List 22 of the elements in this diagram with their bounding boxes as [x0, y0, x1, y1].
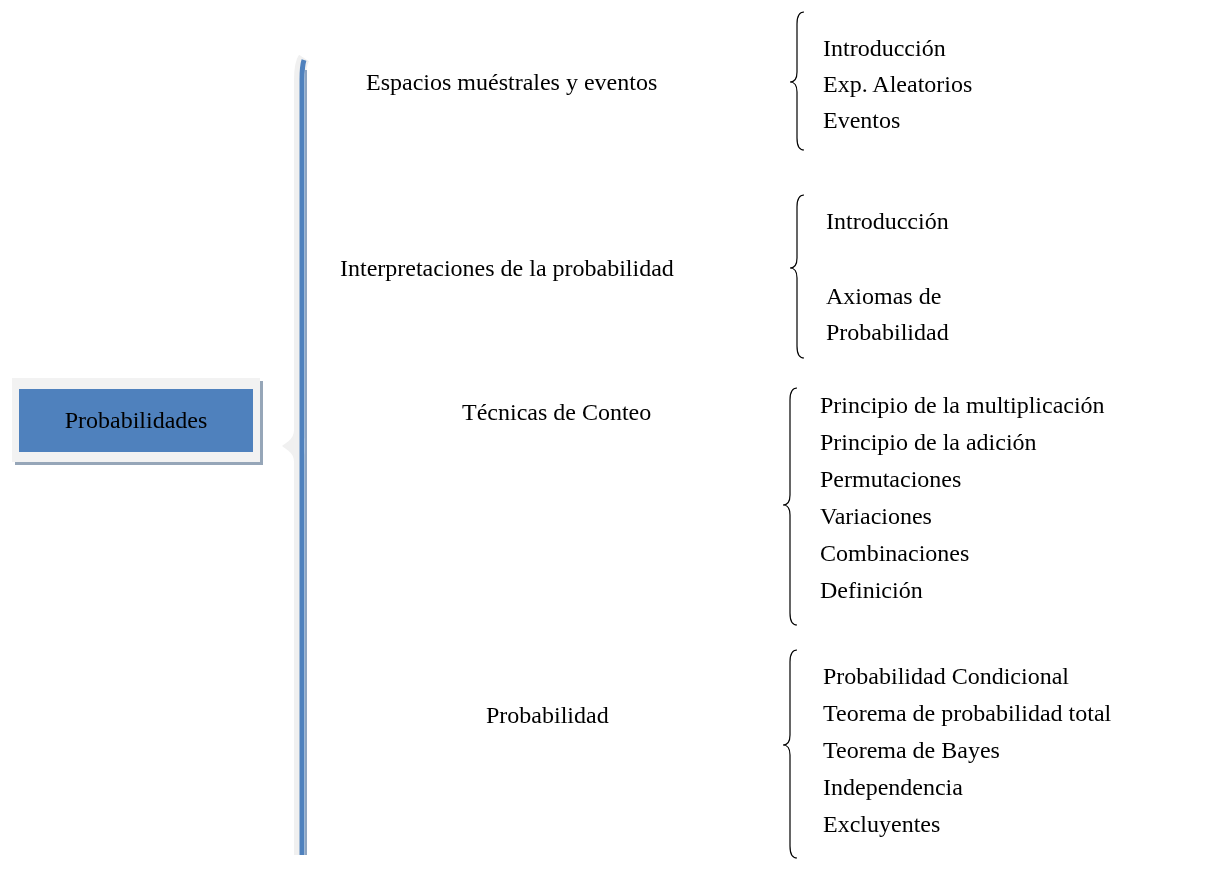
branch-heading: Probabilidad — [486, 702, 609, 728]
list-item: Excluyentes — [823, 811, 941, 837]
list-item: Combinaciones — [820, 540, 970, 566]
branch-heading: Espacios muéstrales y eventos — [366, 69, 658, 95]
list-item: Probabilidad Condicional — [823, 663, 1069, 689]
branch-heading: Interpretaciones de la probabilidad — [340, 255, 674, 281]
list-item: Exp. Aleatorios — [823, 71, 973, 97]
list-item: Introducción — [823, 35, 946, 61]
list-item: Principio de la adición — [820, 429, 1037, 455]
list-item: Teorema de probabilidad total — [823, 700, 1112, 726]
list-item: Variaciones — [820, 503, 932, 529]
list-item: Independencia — [823, 774, 963, 800]
node-label: Probabilidades — [64, 406, 208, 435]
list-item: Permutaciones — [820, 466, 962, 492]
list-item: Teorema de Bayes — [823, 737, 1000, 763]
list-item: Principio de la multiplicación — [820, 392, 1105, 418]
list-item: Eventos — [823, 107, 901, 133]
process-box — [12, 378, 260, 462]
list-item: Definición — [820, 577, 923, 603]
list-item: Introducción — [826, 208, 949, 234]
branch-heading: Técnicas de Conteo — [462, 399, 652, 425]
list-item: Axiomas de Probabilidad — [826, 283, 949, 345]
